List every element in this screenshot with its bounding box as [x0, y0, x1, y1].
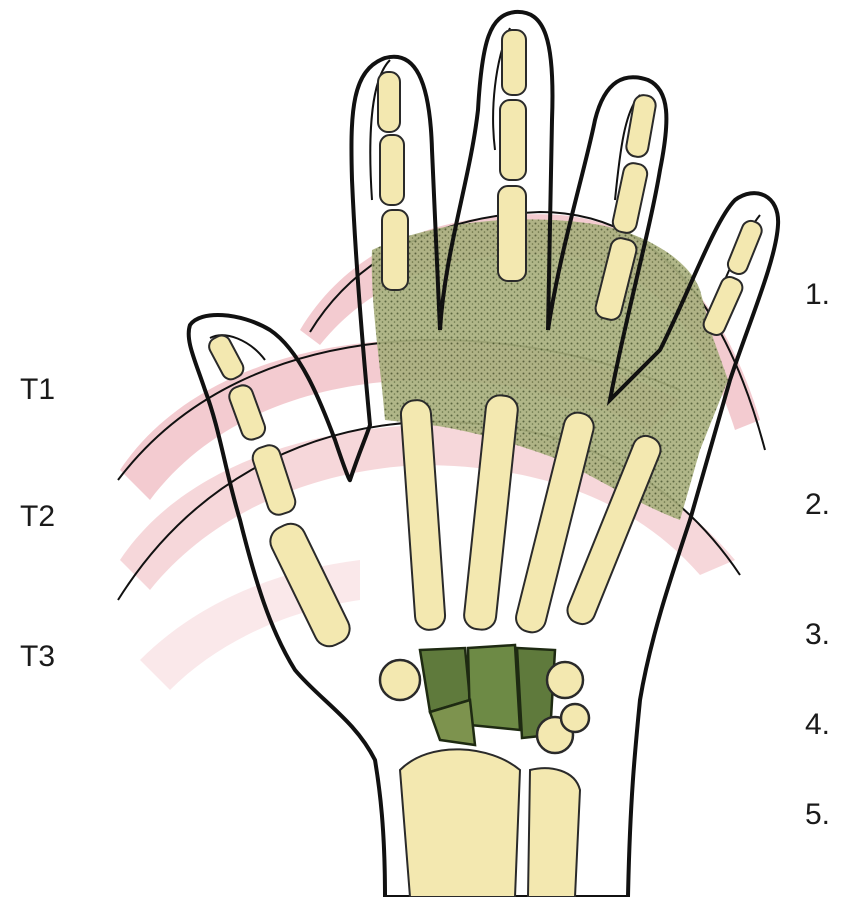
label-t2: T2: [20, 500, 55, 534]
label-5: 5.: [805, 798, 830, 832]
label-1: 1.: [805, 278, 830, 312]
label-4: 4.: [805, 708, 830, 742]
label-t3: T3: [20, 640, 55, 674]
label-2: 2.: [805, 488, 830, 522]
label-t1: T1: [20, 373, 55, 407]
carpal-bones: [380, 645, 589, 753]
label-3: 3.: [805, 618, 830, 652]
